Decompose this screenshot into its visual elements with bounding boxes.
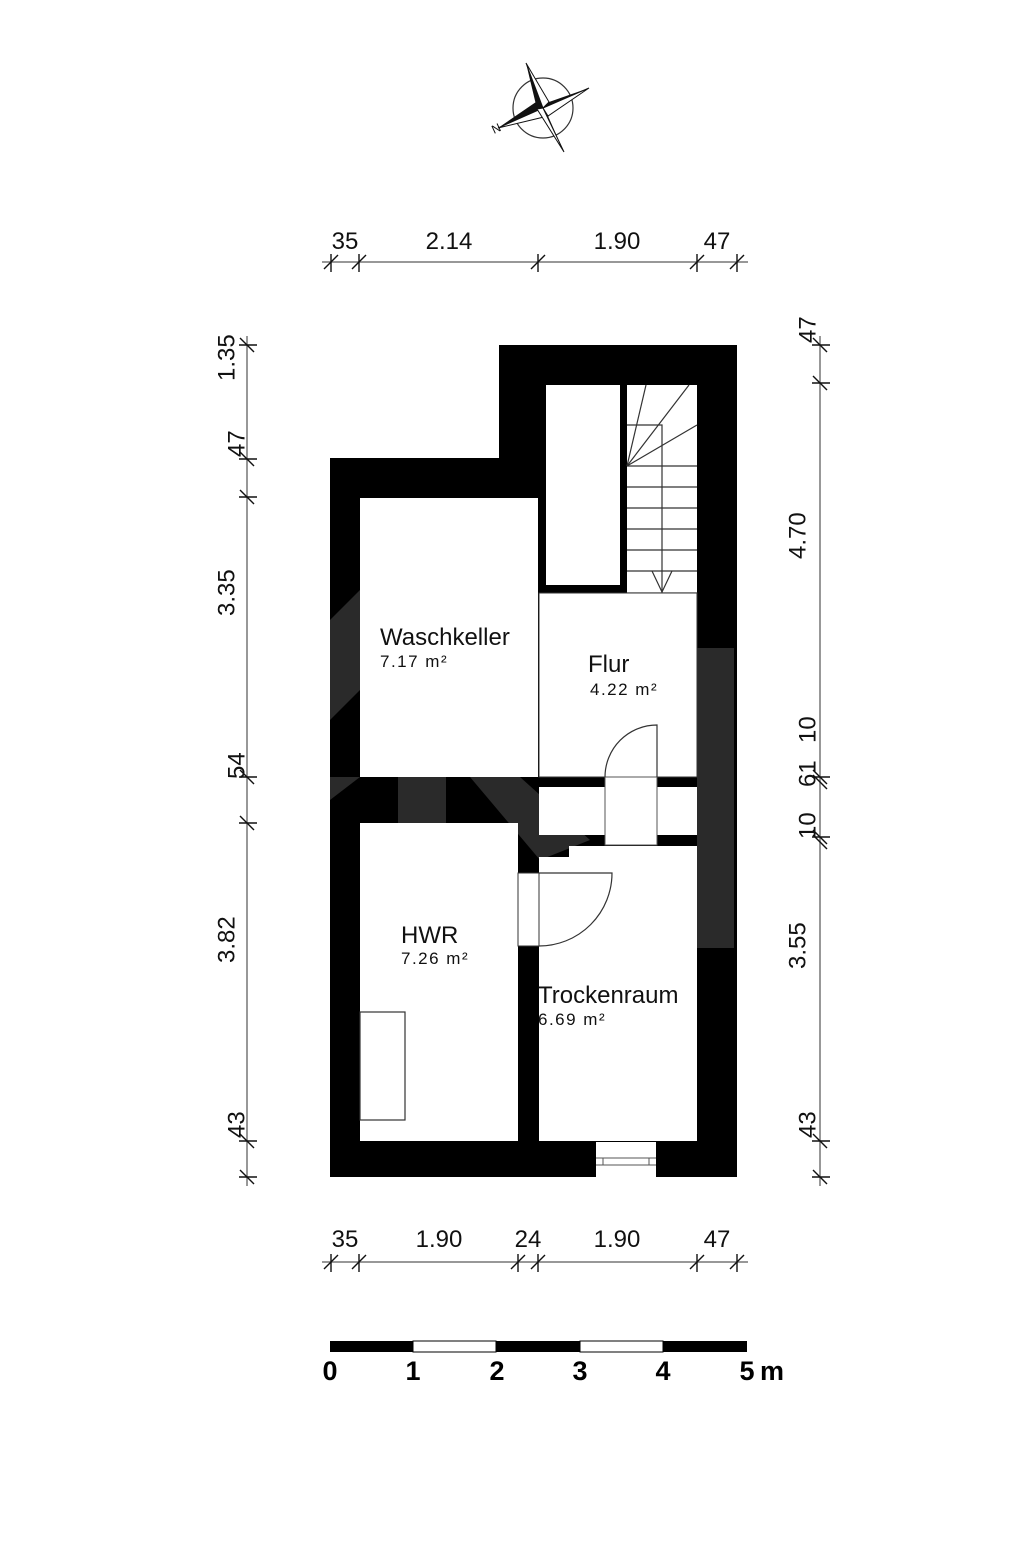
- dim-bottom-4: 47: [704, 1226, 731, 1253]
- room-area-flur: 4.22 m²: [590, 680, 658, 699]
- dim-left-2: 3.35: [214, 569, 241, 616]
- dimension-bottom: 35 1.90 24 1.90 47: [322, 1226, 748, 1272]
- scale-unit: m: [760, 1356, 784, 1386]
- dim-top-1: 2.14: [426, 228, 473, 255]
- scale-label-5: 5: [739, 1356, 754, 1386]
- north-label: N: [489, 120, 503, 136]
- dim-right-2: 10: [795, 716, 822, 743]
- appliance-outline: [359, 1011, 406, 1121]
- room-area-trockenraum: 6.69 m²: [538, 1010, 606, 1029]
- scale-label-0: 0: [322, 1356, 337, 1386]
- dim-right-6: 43: [795, 1111, 822, 1138]
- dim-left-5: 43: [224, 1111, 251, 1138]
- dim-right-3: 61: [795, 760, 822, 787]
- corridor-opening: [539, 724, 697, 846]
- staircase: [626, 384, 698, 594]
- dim-left-4: 3.82: [214, 916, 241, 963]
- dimension-right: 47 4.70 10 61 10 3.55 43: [785, 316, 830, 1186]
- scale-label-4: 4: [655, 1356, 670, 1386]
- dim-bottom-2: 24: [515, 1226, 542, 1253]
- dim-right-1: 4.70: [785, 512, 812, 559]
- window-bottom: [596, 1142, 656, 1177]
- dim-left-3: 54: [224, 752, 251, 779]
- dim-top-3: 47: [704, 228, 731, 255]
- scale-label-2: 2: [489, 1356, 504, 1386]
- room-trockenraum: [517, 846, 697, 1141]
- room-name-waschkeller: Waschkeller: [380, 624, 510, 651]
- dim-right-0: 47: [795, 316, 822, 343]
- dim-bottom-3: 1.90: [594, 1226, 641, 1253]
- dimension-top: 35 2.14 1.90 47: [322, 228, 748, 272]
- dim-left-0: 1.35: [214, 334, 241, 381]
- scale-label-1: 1: [405, 1356, 420, 1386]
- dim-bottom-0: 35: [332, 1226, 359, 1253]
- dim-bottom-1: 1.90: [416, 1226, 463, 1253]
- dim-top-0: 35: [332, 228, 359, 255]
- dim-top-2: 1.90: [594, 228, 641, 255]
- room-name-flur: Flur: [588, 651, 629, 678]
- room-area-hwr: 7.26 m²: [401, 949, 469, 968]
- scale-bar: 0 1 2 3 4 5 m: [322, 1340, 784, 1386]
- room-area-waschkeller: 7.17 m²: [380, 652, 448, 671]
- dim-right-5: 3.55: [785, 922, 812, 969]
- room-name-hwr: HWR: [401, 922, 458, 949]
- dimension-left: 1.35 47 3.35 54 3.82 43: [214, 334, 257, 1186]
- scale-label-3: 3: [572, 1356, 587, 1386]
- storage-niche: [546, 385, 620, 585]
- room-name-trockenraum: Trockenraum: [538, 982, 678, 1009]
- room-hwr: [359, 823, 518, 1141]
- compass-rose-icon: N: [489, 62, 590, 153]
- dim-right-4: 10: [795, 812, 822, 839]
- room-waschkeller: [360, 498, 538, 777]
- dim-left-1: 47: [224, 430, 251, 457]
- room-flur: [538, 592, 698, 778]
